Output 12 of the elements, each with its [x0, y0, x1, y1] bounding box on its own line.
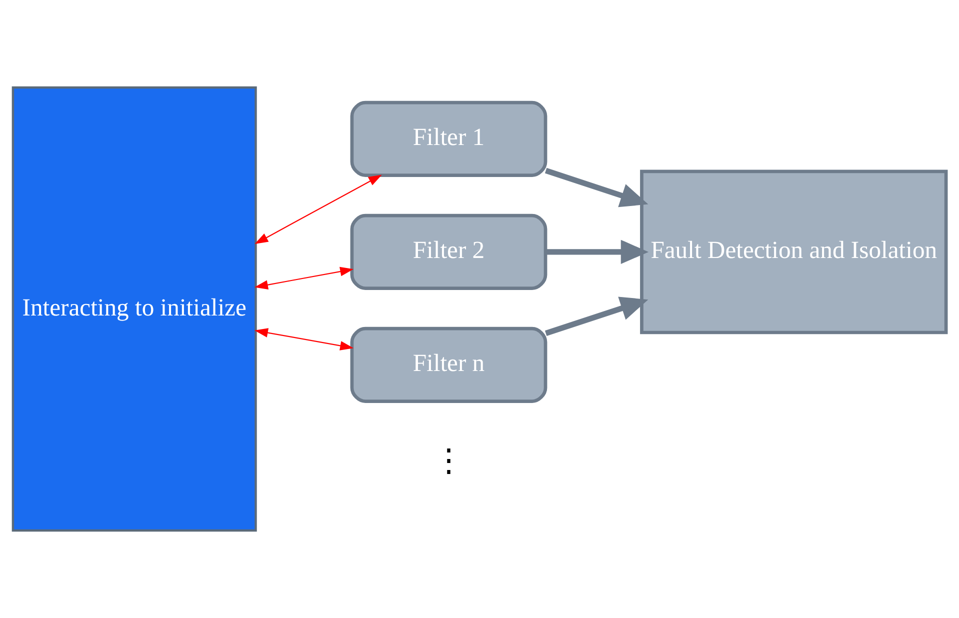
node-box: Interacting to initialize	[12, 86, 257, 532]
label: ⋮	[433, 443, 464, 478]
node-box: Fault Detection and Isolation	[640, 170, 948, 334]
arrow	[544, 296, 648, 336]
node-box: Filter 2	[350, 214, 548, 290]
arrow	[546, 240, 649, 264]
arrow	[254, 174, 382, 244]
arrow	[544, 168, 648, 208]
arrow	[254, 266, 354, 290]
node-box: Filter n	[350, 326, 548, 403]
node-box: Filter 1	[350, 100, 548, 177]
arrow	[254, 328, 354, 350]
